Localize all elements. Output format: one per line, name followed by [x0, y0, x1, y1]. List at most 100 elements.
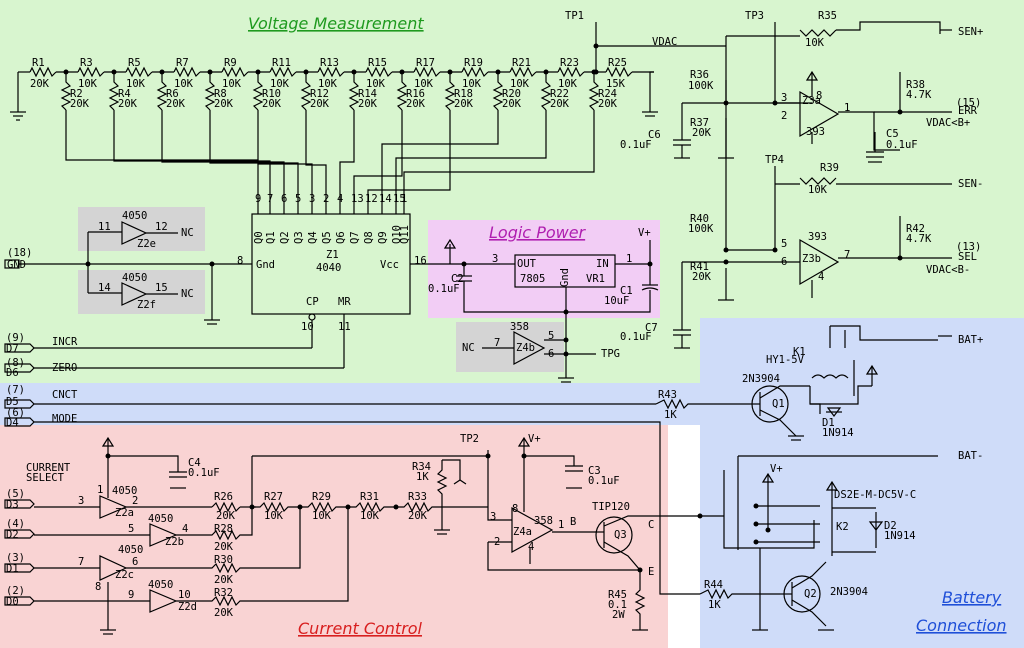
svg-text:R45: R45 [608, 589, 627, 601]
z1-pin-number: 3 [309, 193, 315, 205]
svg-text:R27: R27 [264, 491, 283, 503]
connector-d6: (8) D6 ZERO [4, 357, 344, 379]
z1-pin-number: 6 [281, 193, 287, 205]
svg-text:NC: NC [181, 288, 194, 300]
z1-pin-number: 9 [255, 193, 261, 205]
svg-text:15: 15 [155, 282, 168, 294]
svg-text:358: 358 [510, 321, 529, 333]
current-select-label-1: CURRENT [26, 462, 71, 474]
svg-text:R37: R37 [690, 117, 709, 129]
z1-vcc-label: Vcc [380, 259, 399, 271]
svg-text:100K: 100K [688, 80, 714, 92]
svg-text:D2: D2 [6, 529, 19, 541]
z1-pin-number: 12 [365, 193, 378, 205]
svg-text:393: 393 [808, 231, 827, 243]
resistor-value: 10K [510, 78, 530, 90]
resistor-ref: R19 [464, 57, 483, 69]
svg-text:IN: IN [596, 258, 609, 270]
svg-text:Z2c: Z2c [115, 569, 134, 581]
svg-text:5: 5 [128, 523, 134, 535]
resistor-value: 20K [598, 98, 618, 110]
resistor-value: 10K [222, 78, 242, 90]
gnd-connector: (18) GND [4, 231, 240, 325]
svg-text:2: 2 [132, 495, 138, 507]
svg-text:Z2d: Z2d [178, 601, 197, 613]
svg-text:6: 6 [132, 556, 138, 568]
resistor-value: 20K [30, 78, 50, 90]
svg-text:Z2f: Z2f [137, 299, 156, 311]
resistor-ref: R22 [550, 88, 569, 100]
logic-region [428, 220, 660, 318]
svg-text:R39: R39 [820, 162, 839, 174]
svg-text:20K: 20K [216, 510, 236, 522]
svg-text:2: 2 [781, 110, 787, 122]
svg-text:393: 393 [806, 126, 825, 138]
z1-pin-number: 1 [401, 193, 407, 205]
z1-output-label: Q11 [399, 225, 411, 244]
svg-text:D3: D3 [6, 499, 19, 511]
buffer-z2a: 4050 Z2a 3 2 1 [78, 484, 138, 519]
svg-text:10K: 10K [312, 510, 332, 522]
svg-text:1K: 1K [708, 599, 721, 611]
svg-text:4: 4 [528, 541, 534, 553]
resistor-value: 20K [118, 98, 138, 110]
section-title-voltage: Voltage Measurement [248, 14, 424, 33]
svg-text:(3): (3) [6, 552, 25, 564]
svg-text:V+: V+ [638, 227, 651, 239]
svg-text:20K: 20K [692, 127, 712, 139]
current-region [0, 425, 668, 648]
svg-text:7: 7 [844, 249, 850, 261]
svg-text:(4): (4) [6, 518, 25, 530]
svg-text:20K: 20K [214, 574, 234, 586]
z1-output-label: Q1 [265, 231, 277, 244]
svg-text:D5: D5 [6, 396, 19, 408]
svg-text:4050: 4050 [148, 579, 173, 591]
svg-text:R35: R35 [818, 10, 837, 22]
svg-text:4: 4 [818, 271, 824, 283]
svg-text:4050: 4050 [112, 485, 137, 497]
svg-text:1K: 1K [416, 471, 429, 483]
svg-text:3: 3 [492, 253, 498, 265]
svg-text:8: 8 [816, 90, 822, 102]
svg-text:R38: R38 [906, 79, 925, 91]
connector-d4: (6) D4 MODE [4, 407, 700, 595]
svg-text:D4: D4 [6, 417, 19, 429]
gate-box-z4b [456, 322, 564, 372]
resistor-ref: R3 [80, 57, 93, 69]
svg-text:0.1uF: 0.1uF [588, 475, 620, 487]
svg-text:0.1uF: 0.1uF [620, 331, 652, 343]
z1-output-label: Q6 [335, 231, 347, 244]
svg-text:10K: 10K [360, 510, 380, 522]
resistor-value: 20K [262, 98, 282, 110]
svg-text:Q1: Q1 [772, 398, 785, 410]
svg-text:3: 3 [781, 92, 787, 104]
counter-z1: Q09Q17Q26Q35Q43Q52Q64Q713Q812Q914Q1015Q1… [237, 193, 500, 368]
resistor-ref: R14 [358, 88, 377, 100]
buffer-z2d: 4050 Z2d 9 10 [128, 579, 197, 613]
resistor-value: 10K [558, 78, 578, 90]
svg-text:1: 1 [558, 519, 564, 531]
resistor-value: 20K [358, 98, 378, 110]
svg-text:C6: C6 [648, 129, 661, 141]
svg-text:7805: 7805 [520, 273, 545, 285]
z1-output-label: Q4 [307, 231, 319, 244]
z1-pin-number: 5 [295, 193, 301, 205]
svg-text:VR1: VR1 [586, 273, 605, 285]
current-select-label-2: SELECT [26, 472, 65, 484]
svg-text:2N3904: 2N3904 [830, 586, 868, 598]
svg-text:Z3a: Z3a [802, 95, 821, 107]
svg-text:SEN+: SEN+ [958, 26, 983, 38]
resistor-value: 20K [166, 98, 186, 110]
buffer-z2f: 4050 Z2f 14 15 NC [98, 272, 194, 311]
svg-text:MODE: MODE [52, 413, 77, 425]
svg-text:R28: R28 [214, 523, 233, 535]
svg-text:12: 12 [155, 221, 168, 233]
svg-text:20K: 20K [408, 510, 428, 522]
